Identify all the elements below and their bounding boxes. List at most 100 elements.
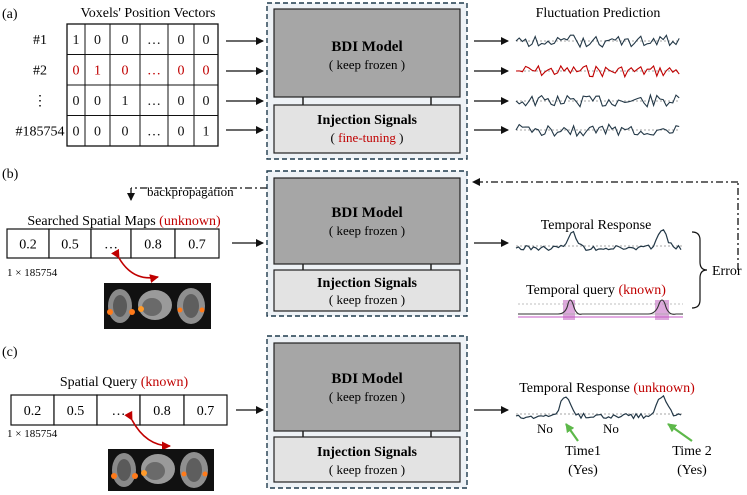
injection-title-c: Injection Signals	[317, 445, 418, 460]
table-cell: 0	[178, 125, 185, 140]
table-cell: …	[147, 64, 161, 79]
brain-slices-c	[108, 449, 214, 491]
table-cell: 0	[73, 94, 80, 109]
table-cell: …	[147, 94, 161, 109]
temporal-query-wave	[518, 299, 683, 320]
temporal-query-title: Temporal query (known)	[526, 283, 666, 298]
table-cell: 0	[203, 94, 210, 109]
vector-cell-value: 0.5	[67, 404, 85, 419]
panel-b-label: (b)	[2, 167, 19, 182]
time1-label: Time1	[565, 444, 601, 459]
injection-box-b	[273, 269, 461, 312]
temporal-response-title-c: Temporal Response (unknown)	[519, 381, 695, 396]
backprop-label: backpropagation	[147, 184, 234, 199]
vector-cell-value: 0.8	[144, 238, 162, 253]
table-to-model-arrows	[226, 37, 264, 134]
vector-cell-value: 0.7	[197, 404, 215, 419]
table-cell: 0	[94, 125, 101, 140]
bdi-model-box-c	[273, 342, 461, 432]
error-bracket	[691, 231, 708, 309]
vector-cell-value: 0.5	[61, 238, 79, 253]
table-cell: 0	[178, 94, 185, 109]
injection-title-a: Injection Signals	[317, 113, 418, 128]
bdi-model-sub-a: ( keep frozen )	[329, 57, 405, 72]
row-id: ⋮	[33, 94, 47, 109]
table-cell: 0	[73, 64, 80, 79]
table-cell: 0	[203, 33, 210, 48]
table-cell: 0	[94, 94, 101, 109]
vector-cell-value: 0.8	[153, 404, 171, 419]
vector-cell-value: 0.7	[188, 238, 206, 253]
panel-a-label: (a)	[2, 7, 18, 22]
no-label-1: No	[537, 421, 553, 436]
bdi-model-title-a: BDI Model	[331, 39, 402, 55]
spatial-query-title: Spatial Query (known)	[60, 375, 189, 390]
map-to-brain-arrow-c	[124, 410, 171, 451]
vector-cell-box	[6, 228, 50, 259]
fluctuation-wave	[515, 64, 680, 79]
table-cell: 0	[178, 64, 185, 79]
table-cell: 0	[122, 64, 129, 79]
table-cell: 1	[73, 33, 80, 48]
map-to-brain-arrow-b	[111, 248, 159, 283]
table-cell: 1	[94, 64, 101, 79]
error-feedback-path	[472, 178, 739, 270]
bdi-model-sub-c: ( keep frozen )	[329, 389, 405, 404]
fluctuation-wave	[515, 123, 680, 138]
vector-cell-box	[174, 228, 220, 259]
fluctuation-wave	[515, 34, 680, 49]
table-cell: 0	[122, 33, 129, 48]
table-cell: 0	[94, 33, 101, 48]
panel-c-label: (c)	[2, 345, 18, 360]
row-id: #1	[33, 33, 47, 48]
vector-cell-box	[53, 394, 98, 426]
temporal-response-wave-c	[515, 394, 683, 420]
injection-box-a	[273, 104, 461, 154]
spatial-query-vector: 0.2 0.5 … 0.8 0.7	[10, 394, 228, 426]
temporal-response-wave-b	[515, 229, 683, 252]
time2-answer: (Yes)	[677, 463, 707, 478]
vector-cell-value: 0.2	[24, 404, 42, 419]
table-cell: …	[147, 125, 161, 140]
brain-slices-b	[104, 283, 211, 329]
injection-box-c	[273, 436, 461, 483]
no-label-2: No	[603, 421, 619, 436]
temporal-response-title-b: Temporal Response	[541, 218, 652, 233]
vector-cell-value: …	[104, 238, 118, 253]
model-to-output-arrows	[474, 37, 509, 134]
vector-cell-value: …	[112, 404, 126, 419]
table-cell: 0	[203, 64, 210, 79]
row-id: #185754	[16, 125, 65, 140]
injection-title-b: Injection Signals	[317, 276, 418, 291]
fluctuation-waves	[515, 34, 680, 138]
vector-cell-box	[183, 394, 228, 426]
fluctuation-prediction-title: Fluctuation Prediction	[536, 6, 661, 21]
table-cell: 0	[73, 125, 80, 140]
time2-label: Time 2	[672, 444, 712, 459]
error-label: Error	[712, 264, 742, 279]
time1-arrow	[565, 423, 579, 442]
searched-maps-title: Searched Spatial Maps (unknown)	[27, 214, 221, 229]
table-cell: 0	[178, 33, 185, 48]
row-id: #2	[33, 64, 47, 79]
position-vector-table	[66, 23, 219, 147]
bdi-model-title-b: BDI Model	[331, 205, 402, 221]
injection-sub-b: ( keep frozen )	[329, 292, 405, 307]
time2-arrow	[667, 423, 693, 442]
searched-map-vector: 0.2 0.5 … 0.8 0.7	[6, 228, 220, 259]
bdi-model-title-c: BDI Model	[331, 371, 402, 387]
time1-answer: (Yes)	[568, 463, 598, 478]
table-cell: …	[147, 33, 161, 48]
searched-map-dims: 1 × 185754	[7, 267, 58, 279]
bdi-model-sub-b: ( keep frozen )	[329, 223, 405, 238]
backprop-path	[127, 187, 267, 201]
spatial-query-dims: 1 × 185754	[7, 428, 58, 440]
table-cell: 0	[122, 125, 129, 140]
table-cell: 1	[122, 94, 129, 109]
bdi-model-box-a	[273, 8, 461, 98]
bdi-model-box-b	[273, 177, 461, 265]
vector-cell-value: 0.2	[19, 238, 37, 253]
position-vectors-title: Voxels' Position Vectors	[80, 6, 215, 21]
table-cell: 1	[203, 125, 210, 140]
